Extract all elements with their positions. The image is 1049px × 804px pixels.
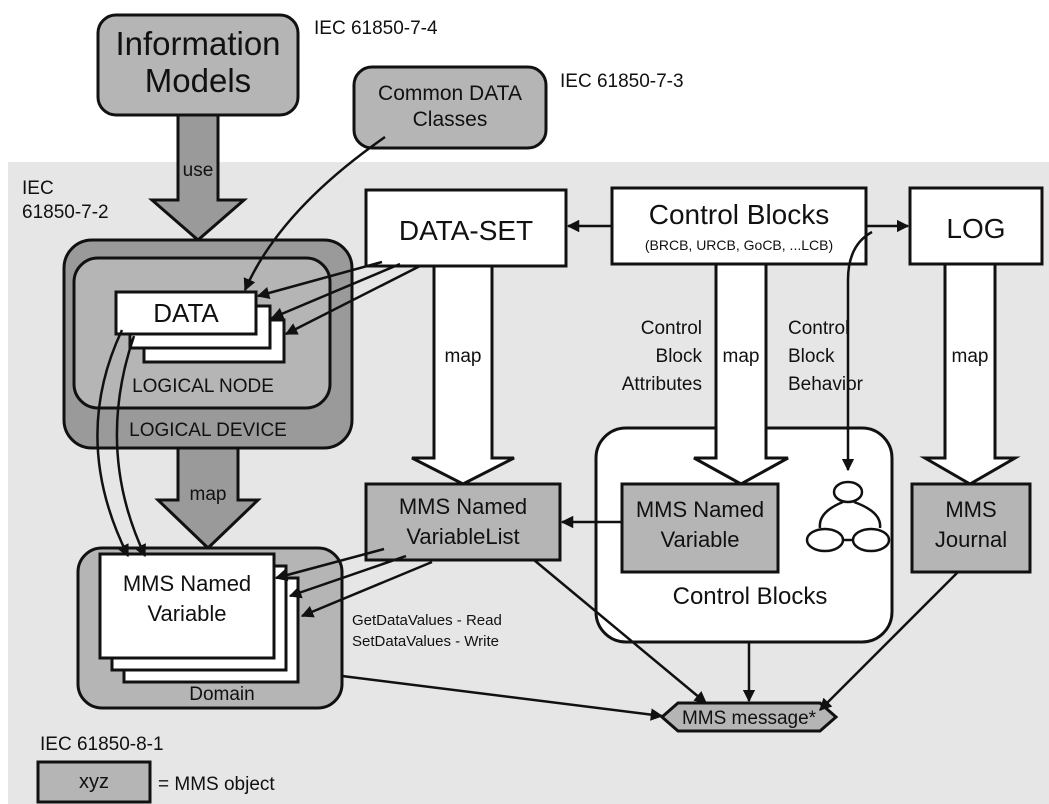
mms-message-box — [659, 701, 839, 733]
cb-attributes-label-3: Attributes — [622, 374, 702, 395]
legend-box — [36, 760, 152, 804]
mms-message-label: MMS message* — [682, 708, 817, 729]
control-blocks-region-label: Control Blocks — [673, 583, 828, 610]
set-data-values-label: SetDataValues - Write — [352, 633, 499, 650]
information-models-label-2: Models — [145, 62, 251, 99]
varlist-to-message-arrow — [533, 559, 707, 704]
iec-7-4-label: IEC 61850-7-4 — [314, 18, 438, 39]
log-label: LOG — [946, 213, 1005, 244]
data-box — [114, 290, 258, 336]
domain-variable-label-2: Variable — [147, 601, 226, 626]
cb-behavior-label-1: Control — [788, 318, 849, 339]
iec-7-2-label-1: IEC — [22, 178, 54, 199]
variable-list-box — [364, 482, 562, 562]
dataset-to-data-arrow-1 — [256, 260, 383, 300]
variable-list-label-1: MMS Named — [399, 494, 527, 519]
data-to-domain-arrow-1 — [96, 329, 130, 558]
legend-box-label: xyz — [79, 771, 109, 793]
logical-node-label: LOGICAL NODE — [132, 376, 274, 397]
legend-text: = MMS object — [158, 774, 275, 795]
common-data-classes-box — [352, 65, 548, 150]
journal-to-message-arrow — [819, 571, 959, 711]
use-arrow-label: use — [183, 160, 214, 181]
cb-behavior-arrow — [841, 230, 873, 472]
mms-journal-box — [910, 482, 1032, 574]
data-label: DATA — [153, 298, 219, 328]
iec-8-1-label: IEC 61850-8-1 — [40, 734, 164, 755]
cb-attributes-label-2: Block — [656, 346, 703, 367]
log-box — [908, 186, 1044, 266]
domain-label: Domain — [189, 684, 254, 705]
map-cb-arrow — [693, 262, 789, 486]
get-data-values-label: GetDataValues - Read — [352, 612, 502, 629]
varlist-to-domain-arrow-3 — [300, 560, 433, 618]
cb-behavior-label-3: Behavior — [788, 374, 864, 395]
mms-journal-label-1: MMS — [945, 497, 996, 522]
data-set-label: DATA-SET — [399, 215, 533, 246]
control-blocks-sub: (BRCB, URCB, GoCB, ...LCB) — [645, 237, 833, 253]
cb-behavior-label-2: Block — [788, 346, 835, 367]
map-ld-label: map — [190, 484, 227, 505]
mms-journal-label-2: Journal — [935, 527, 1007, 552]
cb-variable-box — [620, 482, 780, 574]
dataset-to-data-arrow-2 — [270, 262, 401, 320]
dataset-to-data-arrow-3 — [284, 264, 421, 336]
map-dataset-label: map — [445, 346, 482, 367]
data-set-box — [364, 188, 568, 268]
domain-variable-box — [98, 552, 276, 660]
cb-attributes-label-1: Control — [641, 318, 702, 339]
varlist-to-domain-arrow-2 — [288, 554, 407, 599]
domain-to-message-arrow — [341, 674, 664, 721]
map-ld-arrow — [154, 446, 262, 551]
varlist-to-domain-arrow-1 — [274, 547, 385, 582]
iec-7-3-label: IEC 61850-7-3 — [560, 71, 684, 92]
common-data-classes-label-2: Classes — [413, 108, 488, 131]
iec-7-2-label-2: 61850-7-2 — [22, 202, 109, 223]
state-machine-icon — [805, 480, 891, 553]
map-dataset-arrow — [411, 264, 515, 486]
domain-variable-label-1: MMS Named — [123, 571, 251, 596]
map-log-arrow — [919, 262, 1021, 486]
cb-variable-label-1: MMS Named — [636, 497, 764, 522]
map-cb-label: map — [723, 346, 760, 367]
control-blocks-title: Control Blocks — [649, 199, 830, 230]
information-models-label-1: Information — [115, 25, 280, 62]
map-log-label: map — [952, 346, 989, 367]
data-to-domain-arrow-2 — [115, 335, 147, 558]
cb-variable-label-2: Variable — [660, 527, 739, 552]
common-data-classes-label-1: Common DATA — [378, 82, 522, 105]
use-arrow — [147, 113, 249, 242]
cdc-to-data-arrow — [243, 135, 386, 292]
variable-list-label-2: VariableList — [406, 524, 519, 549]
logical-device-label: LOGICAL DEVICE — [129, 420, 287, 441]
